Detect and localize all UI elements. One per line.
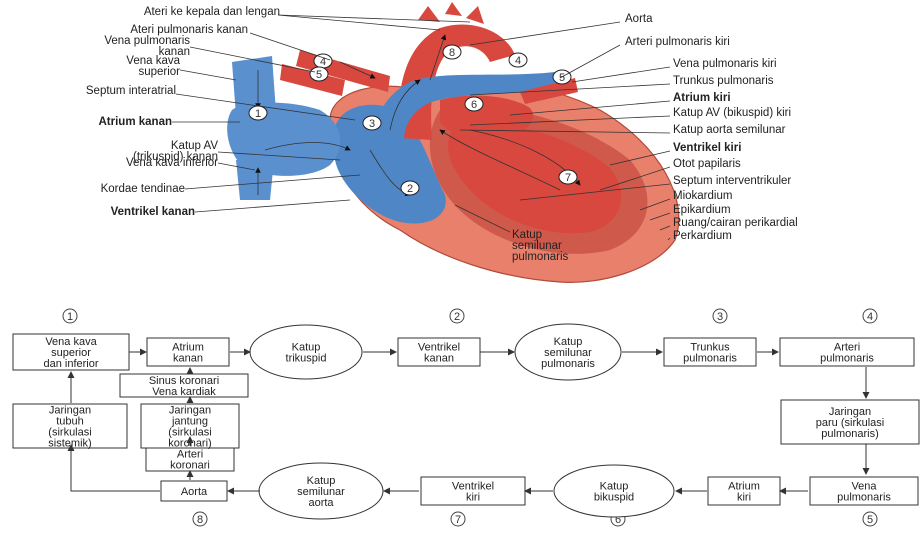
heart-label-right: Septum interventrikuler bbox=[673, 175, 791, 187]
marker-number: 3 bbox=[717, 311, 723, 323]
marker-number: 7 bbox=[455, 514, 461, 526]
heart-label-right: Aorta bbox=[625, 13, 653, 25]
marker-number: 2 bbox=[454, 311, 460, 323]
node-ventrikel-kanan: Ventrikelkanan bbox=[398, 338, 480, 366]
flow-step-marker: 3 bbox=[713, 309, 727, 323]
heart-label-right: Trunkus pulmonaris bbox=[673, 75, 774, 87]
marker-number: 8 bbox=[197, 514, 203, 526]
heart-step-marker: 4 bbox=[314, 54, 332, 68]
heart-illustration bbox=[227, 2, 679, 282]
node-jaringan-paru: Jaringanparu (sirkulasipulmonaris) bbox=[781, 400, 919, 444]
heart-label-left: Ateri ke kepala dan lengan bbox=[144, 6, 280, 18]
flow-step-marker: 4 bbox=[863, 309, 877, 323]
step-number: 6 bbox=[471, 99, 477, 111]
heart-label-right: Ventrikel kiri bbox=[673, 142, 741, 154]
heart-step-marker: 5 bbox=[310, 67, 328, 81]
flow-step-marker: 5 bbox=[863, 512, 877, 526]
marker-number: 4 bbox=[867, 311, 873, 323]
heart-step-marker: 3 bbox=[363, 116, 381, 130]
heart-step-marker: 7 bbox=[559, 170, 577, 184]
flow-step-marker: 8 bbox=[193, 512, 207, 526]
marker-number: 5 bbox=[867, 514, 873, 526]
heart-label-right: Perkardium bbox=[673, 230, 732, 242]
step-number: 5 bbox=[559, 72, 565, 84]
heart-label-right: Vena pulmonaris kiri bbox=[673, 58, 777, 70]
node-vena-pulmonaris: Venapulmonaris bbox=[810, 477, 918, 505]
node-aorta: Aorta bbox=[161, 481, 227, 501]
heart-label-right: Arteri pulmonaris kiri bbox=[625, 36, 730, 48]
step-number: 4 bbox=[515, 55, 521, 67]
flow-step-marker: 7 bbox=[451, 512, 465, 526]
step-number: 8 bbox=[449, 47, 455, 59]
step-number: 1 bbox=[255, 108, 261, 120]
inferior-vena-cava bbox=[236, 160, 274, 200]
step-number: 7 bbox=[565, 172, 571, 184]
heart-label-right: Katup AV (bikuspid) kiri bbox=[673, 107, 791, 119]
step-number: 2 bbox=[407, 183, 413, 195]
node-katup-semilunar-pulmonaris: Katupsemilunarpulmonaris bbox=[515, 324, 621, 380]
heart-label-right: Atrium kiri bbox=[673, 92, 731, 104]
flow-step-marker: 2 bbox=[450, 309, 464, 323]
heart-label-right: Ruang/cairan perikardial bbox=[673, 217, 798, 229]
step-number: 5 bbox=[316, 69, 322, 81]
marker-number: 1 bbox=[67, 311, 73, 323]
heart-label-left: Ventrikel kanan bbox=[111, 206, 195, 218]
flow-step-marker: 1 bbox=[63, 309, 77, 323]
heart-label-left: Kordae tendinae bbox=[101, 183, 185, 195]
heart-step-marker: 1 bbox=[249, 106, 267, 120]
heart-label-right: Miokardium bbox=[673, 190, 732, 202]
step-number: 3 bbox=[369, 118, 375, 130]
heart-step-marker: 6 bbox=[465, 97, 483, 111]
heart-label-right: Katup aorta semilunar bbox=[673, 124, 786, 136]
heart-label-left: Atrium kanan bbox=[99, 116, 173, 128]
heart-label-left: Septum interatrial bbox=[86, 85, 176, 97]
heart-step-marker: 4 bbox=[509, 53, 527, 67]
heart-label-right: Epikardium bbox=[673, 204, 731, 216]
node-aorta-label: Aorta bbox=[181, 486, 208, 498]
heart-step-marker: 8 bbox=[443, 45, 461, 59]
heart-label-right: Otot papilaris bbox=[673, 158, 741, 170]
heart-label-left: Vena kava inferior bbox=[126, 157, 218, 169]
heart-step-marker: 2 bbox=[401, 181, 419, 195]
